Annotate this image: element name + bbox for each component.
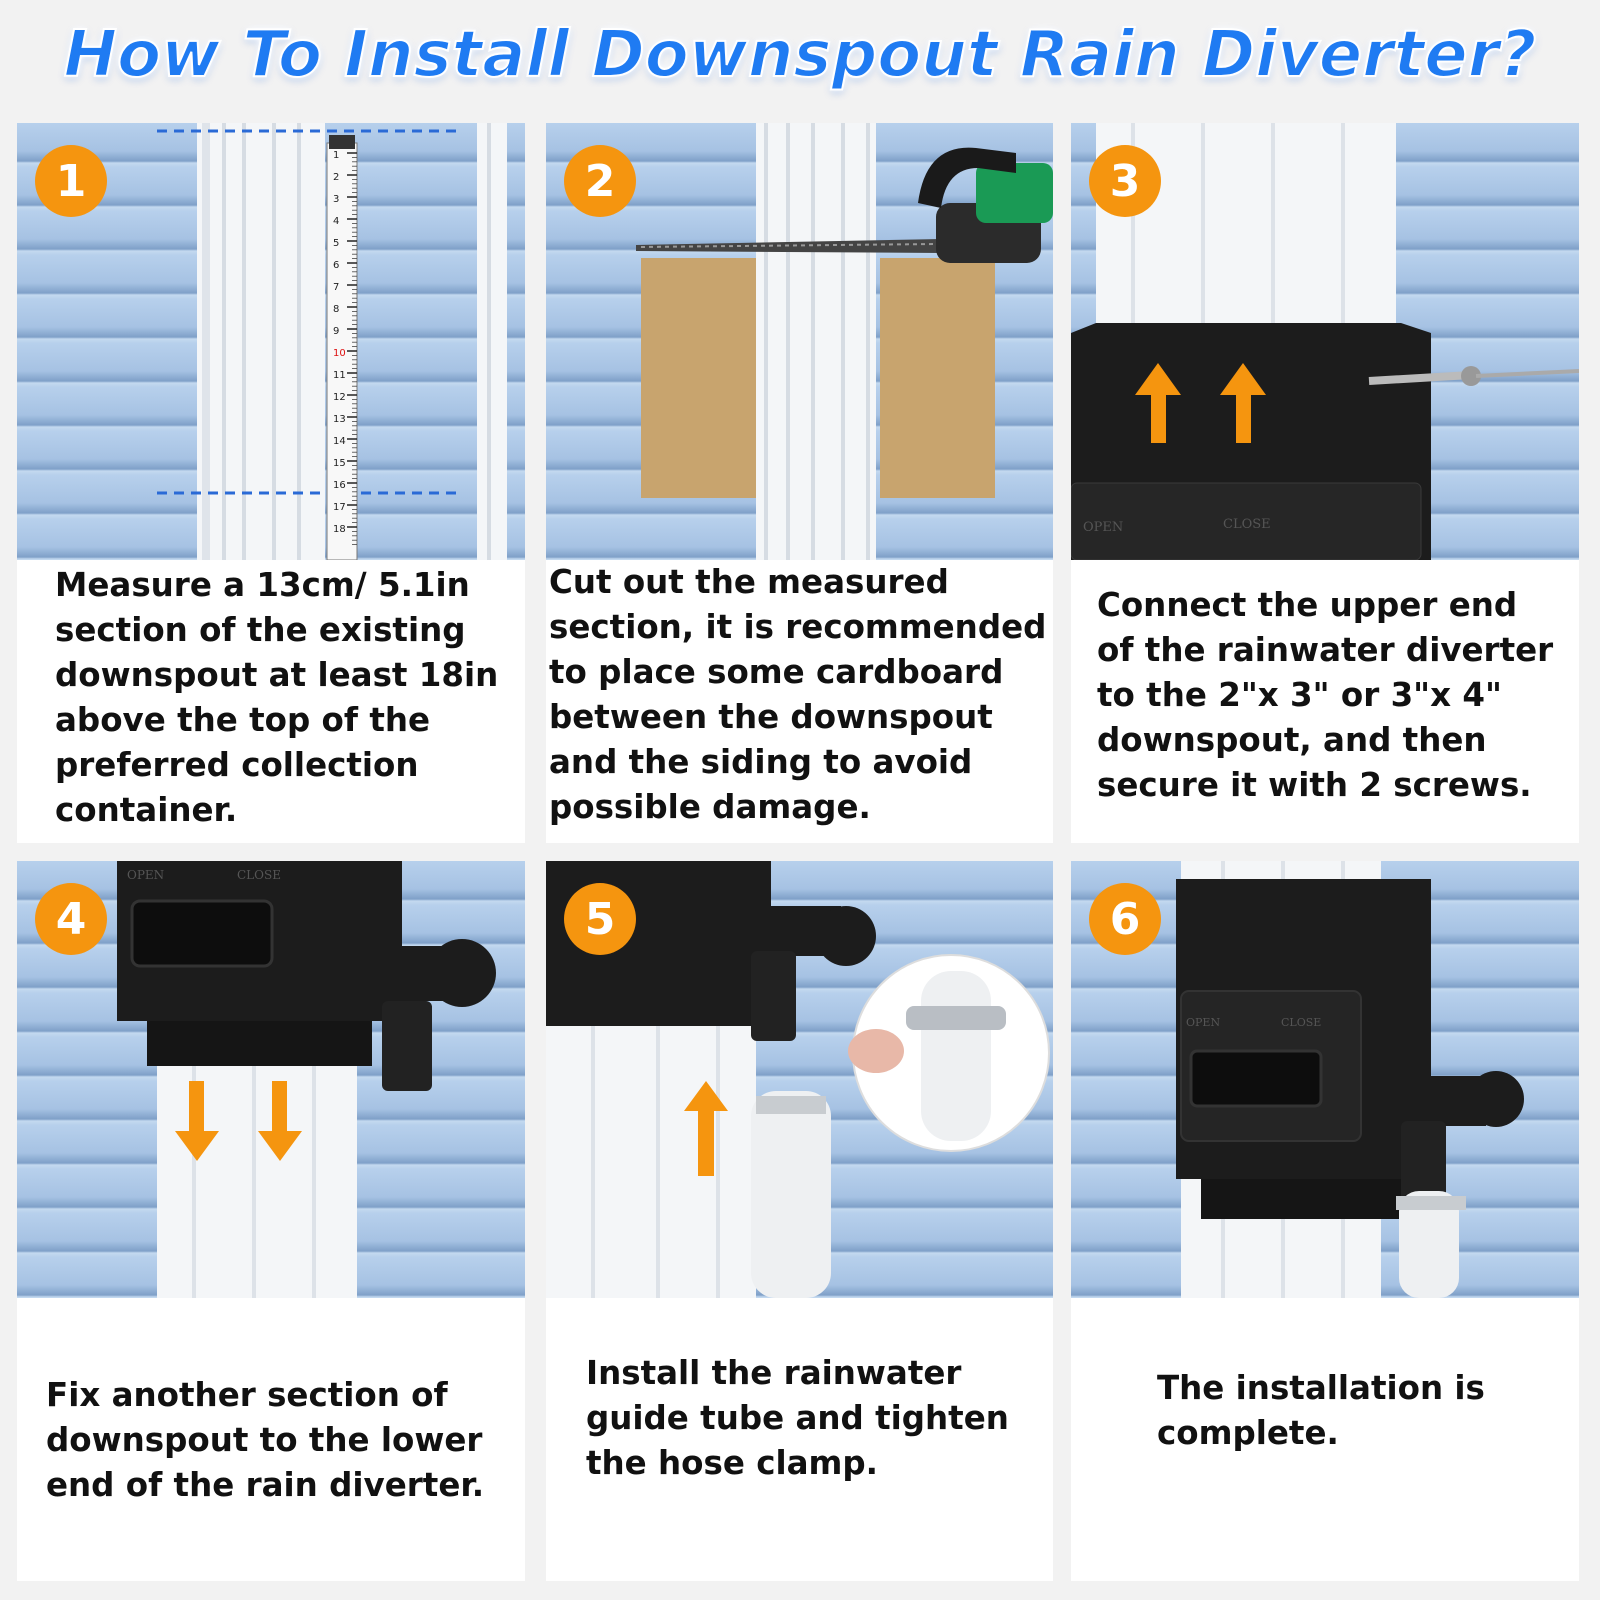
step-image-5: 5 xyxy=(546,861,1053,1298)
tape-label: 7 xyxy=(333,282,339,293)
panel-open-label: OPEN xyxy=(1083,520,1123,535)
step-badge-5: 5 xyxy=(564,883,636,955)
step-image-6: OPEN CLOSE 6 xyxy=(1071,861,1579,1298)
tape-label: 6 xyxy=(333,260,339,271)
step-text-4: Fix another section of downspout to the … xyxy=(46,1376,485,1504)
step-text-2: Cut out the measured section, it is reco… xyxy=(549,563,1047,826)
step-card-3: OPEN CLOSE 3 Connect the upper end of th… xyxy=(1071,123,1579,843)
tape-label: 9 xyxy=(333,326,339,337)
step-badge-6: 6 xyxy=(1089,883,1161,955)
step-card-6: OPEN CLOSE 6 The installation is complet… xyxy=(1071,861,1579,1581)
tape-label: 3 xyxy=(333,194,339,205)
hose-illustration xyxy=(546,861,1050,1298)
complete-illustration: OPEN CLOSE xyxy=(1176,861,1524,1298)
panel-close-label: CLOSE xyxy=(1223,517,1271,532)
panel-close-label: CLOSE xyxy=(1281,1016,1321,1029)
step-card-2: 2 Cut out the measured section, it is re… xyxy=(546,123,1053,843)
tape-label: 10 xyxy=(333,348,346,359)
step-badge-1: 1 xyxy=(35,145,107,217)
step-card-5: 5 Install the rainwater guide tube and t… xyxy=(546,861,1053,1581)
step-badge-2: 2 xyxy=(564,145,636,217)
tape-label: 8 xyxy=(333,304,339,315)
tape-label: 12 xyxy=(333,392,346,403)
panel-close-label: CLOSE xyxy=(237,868,281,882)
step-text-1: Measure a 13cm/ 5.1in section of the exi… xyxy=(55,566,499,829)
down-arrow-icon xyxy=(258,1081,302,1161)
up-arrow-icon xyxy=(1135,363,1181,443)
step-image-4: OPEN CLOSE 4 xyxy=(17,861,525,1298)
page-title: How To Install Downspout Rain Diverter? xyxy=(63,17,1538,93)
step-text-6: The installation is complete. xyxy=(1157,1369,1485,1452)
fix-illustration: OPEN CLOSE xyxy=(117,861,496,1298)
cardboard-left xyxy=(641,258,756,498)
step-card-4: OPEN CLOSE 4 Fix another section of down… xyxy=(17,861,525,1581)
tape-label: 17 xyxy=(333,502,346,513)
tape-label: 14 xyxy=(333,436,346,447)
cut-illustration xyxy=(636,123,1053,560)
tape-label: 5 xyxy=(333,238,339,249)
step-badge-4: 4 xyxy=(35,883,107,955)
step-badge-3: 3 xyxy=(1089,145,1161,217)
panel-open-label: OPEN xyxy=(1186,1016,1220,1029)
panel-open-label: OPEN xyxy=(127,868,164,882)
tape-label: 18 xyxy=(333,524,346,535)
tape-label: 13 xyxy=(333,414,346,425)
step-text-5: Install the rainwater guide tube and tig… xyxy=(586,1354,1009,1482)
step-text-3: Connect the upper end of the rainwater d… xyxy=(1097,586,1554,804)
step-image-3: OPEN CLOSE 3 xyxy=(1071,123,1579,560)
tape-label: 1 xyxy=(333,150,339,161)
up-arrow-icon xyxy=(684,1081,728,1176)
cardboard-right xyxy=(880,258,995,498)
step-image-2: 2 xyxy=(546,123,1053,560)
tape-label: 4 xyxy=(333,216,339,227)
tape-label: 16 xyxy=(333,480,346,491)
tape-label: 15 xyxy=(333,458,346,469)
down-arrow-icon xyxy=(175,1081,219,1161)
up-arrow-icon xyxy=(1220,363,1266,443)
tape-label: 2 xyxy=(333,172,339,183)
tape-label: 11 xyxy=(333,370,346,381)
